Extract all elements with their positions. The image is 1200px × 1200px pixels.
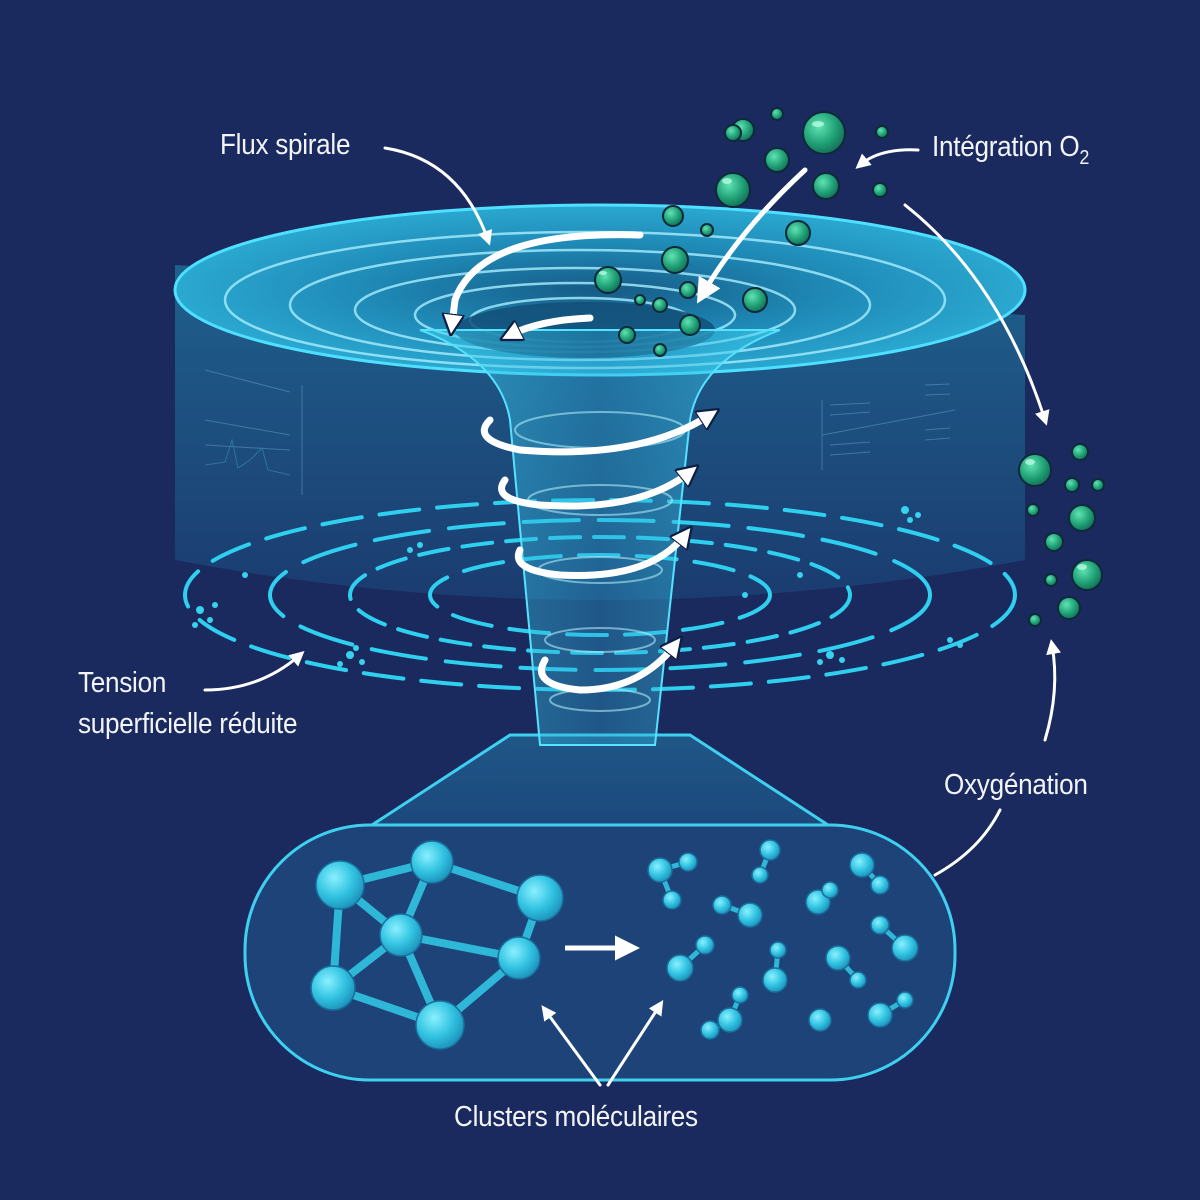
molecular-cluster-large [310, 840, 564, 1050]
molecule-capsule [243, 823, 957, 1082]
integration-arrow [855, 148, 920, 169]
bubble-highlights [599, 121, 1087, 570]
oxygenation-top-arrow [903, 203, 1050, 426]
label-flux-spirale: Flux spirale [220, 129, 351, 161]
background-data-panel-left [204, 369, 303, 495]
label-tension-line2: superficielle réduite [78, 708, 298, 740]
molecules-small [647, 839, 919, 1040]
callout-arrows [203, 146, 1061, 1087]
clusters-arrow-left [541, 1005, 602, 1087]
oxygenation-capsule-link [933, 808, 1002, 877]
clusters-arrow-right [606, 999, 664, 1087]
background-data-panel-right [821, 383, 956, 470]
ripple-particles [192, 506, 963, 667]
oxygenation-bottom-arrow [1043, 639, 1061, 742]
label-integration-o2: Intégration O2 [932, 128, 1089, 177]
tension-arrow [203, 651, 305, 692]
label-clusters-moleculaires: Clusters moléculaires [454, 1101, 698, 1133]
label-integration-o2-text: Intégration O [932, 131, 1080, 163]
flux-spirale-arrow [383, 146, 493, 246]
label-integration-o2-subscript: 2 [1079, 147, 1090, 169]
integration-inner-arrow [696, 167, 808, 304]
label-tension-line1: Tension [78, 667, 167, 699]
spiral-flow-arrows [452, 231, 710, 694]
label-oxygenation: Oxygénation [944, 769, 1088, 801]
